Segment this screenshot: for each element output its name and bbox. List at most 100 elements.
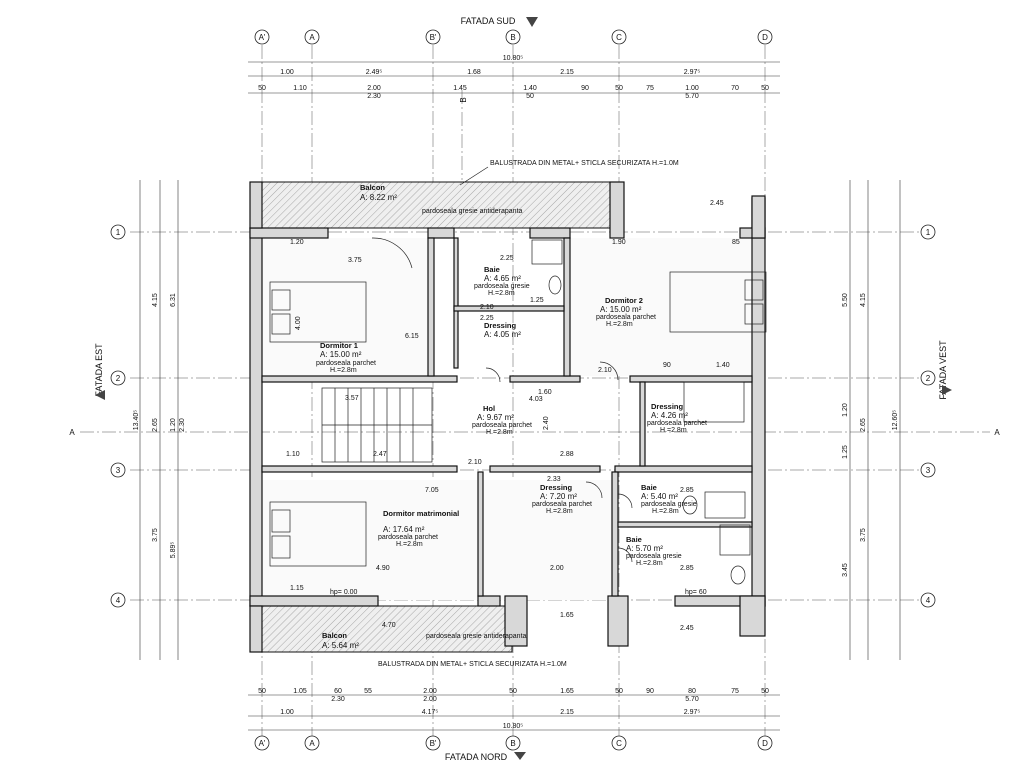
facade-label-right: FATADA VEST [938, 340, 948, 400]
inner-dimensions: 3.75 6.15 4.00 1.20 2.25 2.10 1.25 2.25 … [286, 200, 740, 632]
room-height: H.=2.8m [660, 427, 687, 434]
section-label: A [994, 428, 1000, 437]
dim-label: 60 [334, 688, 342, 695]
dim-label: 90 [581, 85, 589, 92]
dim-label: 2.15 [560, 709, 574, 716]
dim-label: 3.75 [860, 528, 867, 542]
dim-label: 3.75 [152, 528, 159, 542]
room-dormitor2: Dormitor 2 A: 15.00 m² pardoseala parche… [596, 296, 656, 328]
dim-label: 1.00 [280, 69, 294, 76]
axis-label: B [510, 33, 515, 42]
dim-label: 1.25 [530, 297, 544, 304]
section-label: A [69, 428, 75, 437]
dim-label: 6.31 [170, 293, 177, 307]
dim-label: 1.20 [842, 403, 849, 417]
dim-label: 4.90 [376, 565, 390, 572]
dim-label: 1.65 [560, 688, 574, 695]
room-baie2: Baie A: 5.40 m² pardoseala gresie H.=2.8… [641, 483, 697, 515]
door-swings [371, 237, 633, 563]
dim-label: 50 [761, 688, 769, 695]
room-area: A: 9.67 m² [477, 413, 514, 422]
dim-label: 1.20 [170, 418, 177, 432]
balcony-top [249, 181, 611, 229]
axis-label: A' [259, 33, 266, 42]
axis-label: B [510, 739, 515, 748]
room-finish: pardoseala parchet [596, 314, 656, 321]
dimension-sides: 4.15 6.31 13.40⁵ 2.65 1.20 2.30 3.75 5.8… [133, 180, 901, 660]
room-height: H.=2.8m [330, 367, 357, 374]
dim-label: 1.68 [467, 69, 481, 76]
room-finish: pardoseala parchet [472, 422, 532, 429]
dim-label: 2.25 [480, 315, 494, 322]
axis-label: B' [430, 739, 437, 748]
dim-label: 1.25 [842, 445, 849, 459]
dim-label: 2.65 [152, 418, 159, 432]
room-balcon-top: Balcon A: 8.22 m² pardoseala gresie anti… [360, 183, 523, 215]
dim-label: 2.00 [367, 85, 381, 92]
room-balcon-bottom: Balcon A: 5.64 m² pardoseala gresie anti… [322, 631, 527, 650]
dim-label: 2.88 [560, 451, 574, 458]
room-finish: pardoseala gresie [641, 501, 697, 508]
room-area: A: 4.05 m² [484, 330, 521, 339]
dim-label: 4.15 [860, 293, 867, 307]
dim-label: 50 [761, 85, 769, 92]
dim-label: 4.00 [295, 316, 302, 330]
balcony-bottom [249, 605, 513, 653]
room-area: A: 5.40 m² [641, 492, 678, 501]
dim-label: 3.75 [348, 257, 362, 264]
room-name: Dressing [540, 483, 573, 492]
dim-label: 1.00 [685, 85, 699, 92]
dim-label: 5.50 [842, 293, 849, 307]
dim-label: 5.70 [685, 93, 699, 100]
railing-note-top: BALUSTRADA DIN METAL+ STICLA SECURIZATA … [490, 160, 679, 167]
dim-label: 2.97⁵ [684, 709, 701, 716]
room-height: H.=2.8m [652, 508, 679, 515]
room-area: A: 4.26 m² [651, 411, 688, 420]
railing-note-bottom: BALUSTRADA DIN METAL+ STICLA SECURIZATA … [378, 661, 567, 668]
axis-label: 2 [116, 374, 121, 383]
dim-label: 1.15 [290, 585, 304, 592]
dim-label: 5.89⁵ [170, 542, 177, 559]
axis-label: D [762, 33, 768, 42]
room-height: H.=2.8m [636, 560, 663, 567]
dim-label: 90 [663, 362, 671, 369]
dim-label: 10.80⁵ [503, 723, 524, 730]
room-name: Dressing [484, 321, 517, 330]
room-area: A: 7.20 m² [540, 492, 577, 501]
axis-label: A [309, 739, 315, 748]
room-finish: pardoseala gresie antiderapanta [422, 208, 523, 215]
interior-walls [261, 237, 753, 597]
axis-label: 3 [926, 466, 931, 475]
room-area: A: 4.65 m² [484, 274, 521, 283]
dim-label: hp= 0.00 [330, 589, 358, 596]
dim-label: 2.47 [373, 451, 387, 458]
dim-label: 70 [731, 85, 739, 92]
axis-bubbles-top: A' A B' B C D [254, 29, 773, 45]
dim-label: 80 [688, 688, 696, 695]
room-finish: pardoseala parchet [316, 360, 376, 367]
axis-label: 1 [116, 228, 121, 237]
dimension-bottom: 50 1.05 60 55 2.00 50 1.65 50 90 80 75 5… [248, 688, 780, 731]
dim-label: 1.90 [612, 239, 626, 246]
room-name: Baie [641, 483, 657, 492]
room-finish: pardoseala parchet [647, 420, 707, 427]
facade-label-top: FATADA SUD [461, 16, 516, 26]
dim-label: 2.85 [680, 565, 694, 572]
dim-label: 4.70 [382, 622, 396, 629]
dim-label: 1.20 [290, 239, 304, 246]
section-label: B [459, 97, 468, 102]
room-finish: pardoseala gresie antiderapanta [426, 633, 527, 640]
dim-label: hp= 60 [685, 589, 707, 596]
dim-label: 12.60⁵ [892, 410, 899, 431]
facade-label-bottom: FATADA NORD [445, 752, 508, 762]
dim-label: 2.49⁵ [366, 69, 383, 76]
sanitary-fixtures [531, 239, 751, 585]
dim-label: 50 [258, 85, 266, 92]
dim-label: 10.80⁵ [503, 55, 524, 62]
dim-label: 2.15 [560, 69, 574, 76]
room-baie1: Baie A: 4.65 m² pardoseala gresie H.=2.8… [474, 265, 530, 297]
dim-label: 3.45 [842, 563, 849, 577]
dim-label: 2.97⁵ [684, 69, 701, 76]
room-finish: pardoseala parchet [378, 534, 438, 541]
room-dressing3: Dressing A: 7.20 m² pardoseala parchet H… [532, 483, 592, 515]
